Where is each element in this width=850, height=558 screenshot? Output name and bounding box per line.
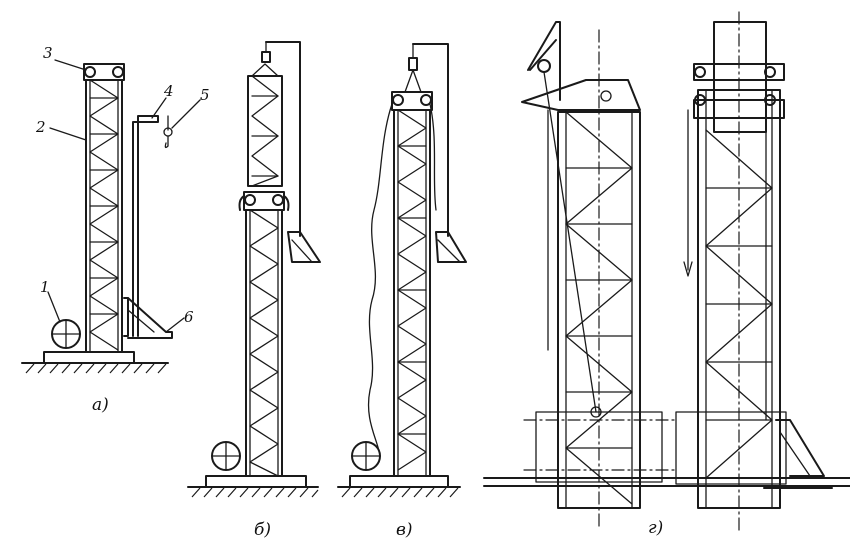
callout-5: 5 (200, 86, 210, 104)
caption-b: б) (254, 520, 271, 540)
ground-hatch (191, 487, 319, 498)
panel-a-drawing (21, 59, 201, 374)
callout-labels: 3 2 4 5 1 6 (35, 44, 210, 326)
panel-b-drawing (187, 41, 321, 498)
callout-2: 2 (35, 118, 46, 136)
callout-6: 6 (184, 308, 194, 326)
panel-g-drawing (483, 11, 850, 531)
panel-captions: а) б) в) г) (92, 395, 663, 540)
mast-section (85, 79, 123, 353)
ground-hatch (341, 487, 459, 498)
caption-a: а) (92, 395, 109, 415)
panel-v-drawing (337, 43, 467, 498)
caption-v: в) (396, 520, 413, 540)
callout-1: 1 (40, 278, 50, 296)
mast-section-lifted (247, 75, 283, 187)
mast-section (245, 209, 283, 477)
callout-4: 4 (163, 82, 174, 100)
caption-g: г) (648, 518, 663, 538)
callout-3: 3 (43, 44, 53, 62)
ground-hatch (25, 363, 167, 374)
